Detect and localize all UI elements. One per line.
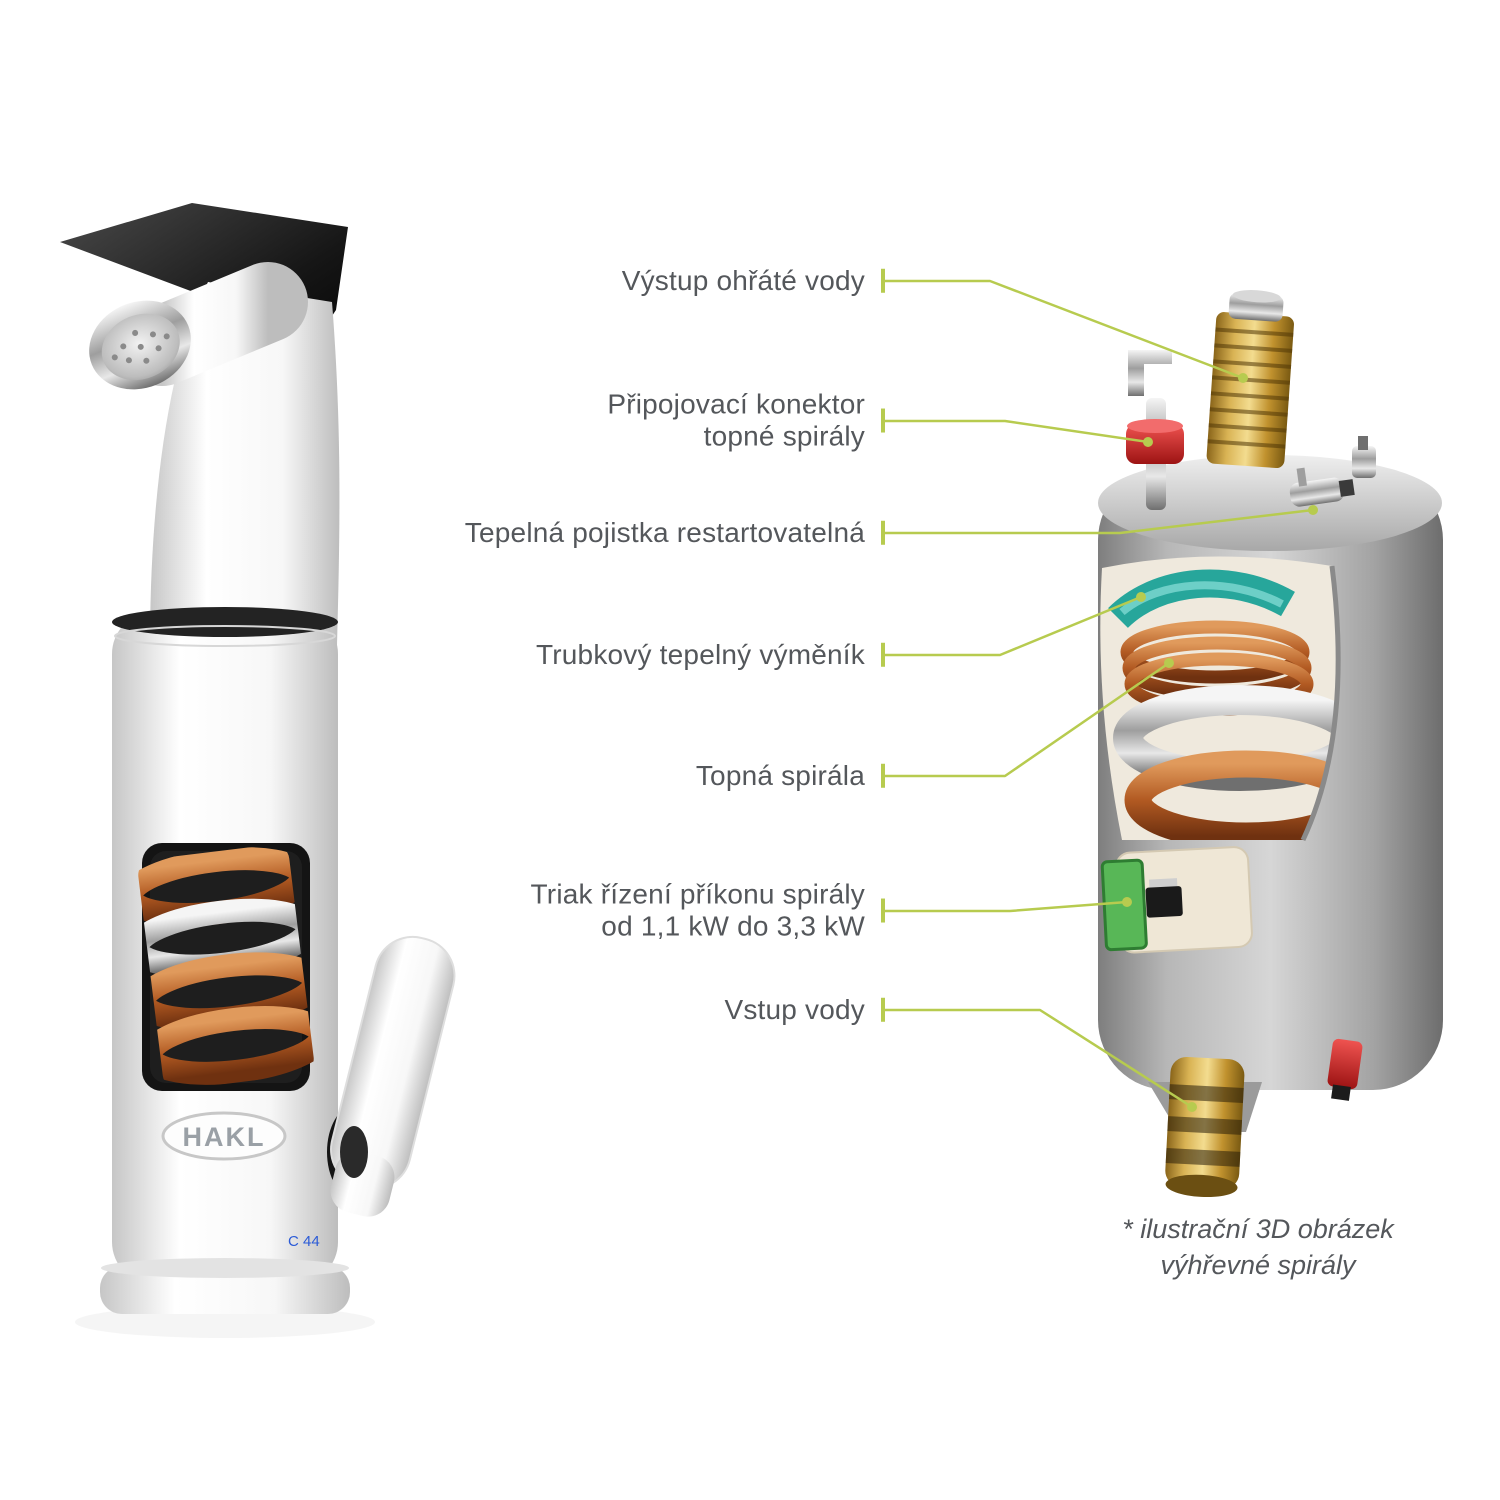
cutaway-interior (1108, 569, 1339, 840)
display-window (136, 843, 316, 1091)
callout-line-heating-coil-connector (885, 419, 1149, 444)
callout-heated-water-outlet: Výstup ohřáté vody (622, 265, 885, 297)
callout-label: Topná spirála (695, 759, 865, 791)
callout-tick (881, 269, 885, 293)
bottom-red-part (1327, 1038, 1363, 1101)
svg-text:HAKL: HAKL (183, 1122, 266, 1152)
copper-coil-large (1124, 750, 1339, 840)
callout-line-heating-coil (885, 661, 1170, 778)
thermal-fuse (1289, 467, 1355, 507)
cutaway-edge (1300, 565, 1341, 842)
callout-water-inlet: Vstup vody (724, 994, 885, 1026)
callout-endpoint-dots (1122, 373, 1318, 1112)
faucet-handle (327, 935, 456, 1217)
callout-heating-coil: Topná spirála (696, 760, 885, 792)
red-connector (1126, 419, 1184, 464)
hakl-logo: HAKL (161, 1111, 287, 1161)
callout-tube-heat-exchanger: Trubkový tepelný výměník (536, 639, 885, 671)
callout-label: Triak řízení příkonu spirály od 1,1 kW d… (530, 878, 865, 942)
callout-line-water-inlet (885, 1008, 1193, 1109)
callout-line-tube-heat-exchanger (885, 595, 1142, 657)
callout-tick (881, 899, 885, 923)
callout-label: Výstup ohřáté vody (621, 264, 865, 296)
teal-tube-highlight (1119, 581, 1284, 616)
metal-bracket (1128, 350, 1172, 396)
faucet-base-rim (101, 1258, 349, 1278)
faucet-illustration: HAKL C 44 (60, 203, 456, 1338)
callout-tick (881, 643, 885, 667)
callout-tick (881, 409, 885, 433)
brass-outlet (1206, 290, 1294, 469)
callout-thermal-fuse: Tepelná pojistka restartovatelná (465, 517, 885, 549)
callout-label: Připojovací konektor topné spirály (607, 388, 865, 452)
callout-tick (881, 521, 885, 545)
footnote: * ilustrační 3D obrázek výhřevné spirály (1122, 1214, 1394, 1280)
callout-tick (881, 998, 885, 1022)
top-right-clip (1352, 436, 1376, 478)
heater-cutaway-illustration (1098, 290, 1443, 1198)
faucet-mid-band-line (114, 625, 336, 647)
callout-heating-coil-connector: Připojovací konektor topné spirály (607, 389, 885, 454)
faucet-mid-band (112, 607, 338, 637)
callout-tick (881, 764, 885, 788)
callout-label: Vstup vody (724, 993, 865, 1025)
callout-line-triac (885, 900, 1128, 913)
callout-label: Tepelná pojistka restartovatelná (464, 516, 865, 548)
callout-line-heated-water-outlet (885, 279, 1244, 380)
triac-chip (1145, 886, 1183, 918)
shower-head (89, 300, 191, 390)
callout-triac-power-control: Triak řízení příkonu spirály od 1,1 kW d… (531, 879, 885, 944)
model-marking: C 44 (288, 1233, 320, 1250)
callout-label: Trubkový tepelný výměník (535, 638, 865, 670)
faucet-base (100, 1266, 350, 1314)
brass-inlet (1165, 1056, 1245, 1198)
callout-lines (885, 279, 1314, 1109)
callout-line-thermal-fuse (885, 508, 1314, 535)
heater-top-cap (1098, 455, 1442, 551)
